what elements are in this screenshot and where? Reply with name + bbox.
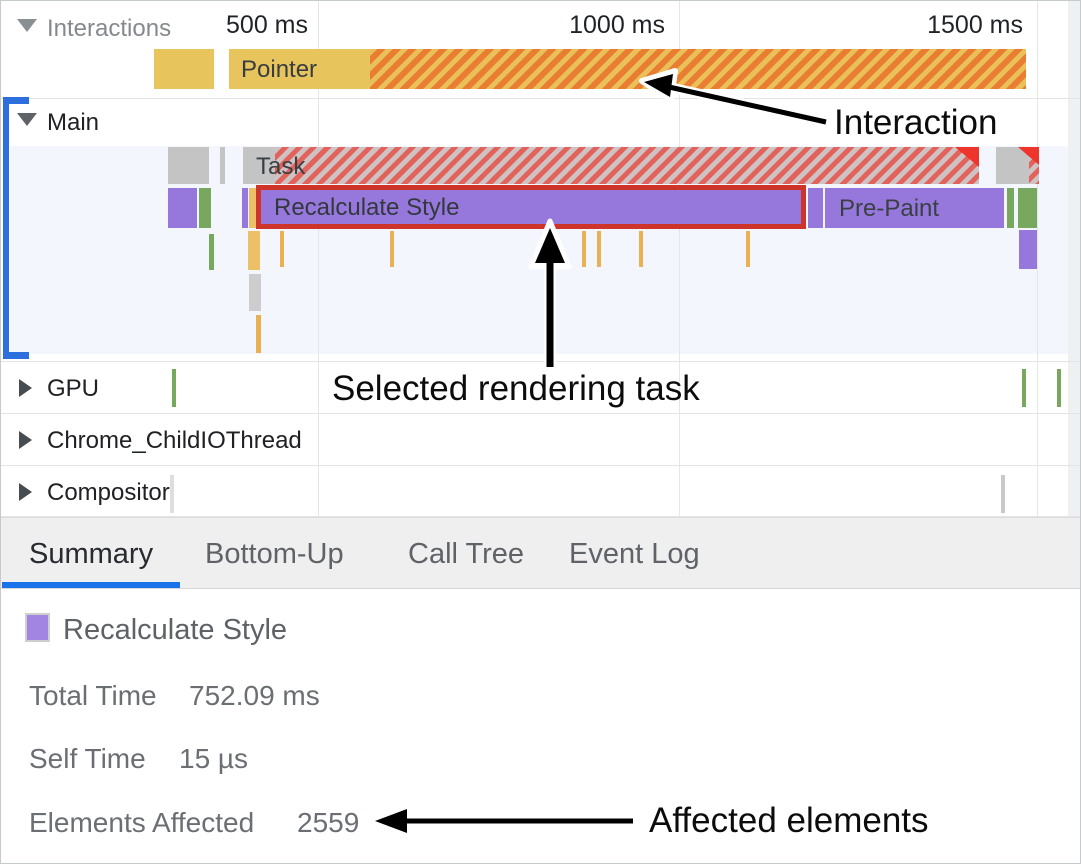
summary-title: Recalculate Style — [63, 614, 288, 646]
annotation-interaction: Interaction — [834, 103, 998, 142]
track-label-childio[interactable]: Chrome_ChildIOThread — [47, 427, 302, 454]
gridline-500ms — [318, 1, 319, 516]
tab-event-log[interactable]: Event Log — [569, 538, 700, 570]
track-divider — [1, 516, 1080, 517]
grandchild-orange-tick[interactable] — [256, 315, 261, 353]
paint-sliver[interactable] — [1007, 188, 1014, 228]
task-bar-small[interactable] — [168, 147, 209, 184]
summary-value-elements-affected: 2559 — [297, 807, 360, 838]
gridline-1500ms — [1037, 1, 1038, 516]
compositor-tick-2[interactable] — [1001, 475, 1005, 513]
tab-bottom-up[interactable]: Bottom-Up — [205, 538, 344, 570]
track-label-compositor[interactable]: Compositor — [47, 479, 170, 506]
child-green-tick[interactable] — [209, 234, 214, 270]
task-right-hatch — [1029, 155, 1039, 184]
paint-bar-small[interactable] — [199, 188, 211, 228]
gpu-tick-2[interactable] — [1022, 369, 1026, 407]
task-bar-long[interactable]: Task — [243, 147, 979, 184]
pointer-solid-segment — [229, 49, 370, 89]
ruler-tick-1500ms: 1500 ms — [927, 11, 1023, 39]
scrollbar-gutter — [1068, 1, 1080, 516]
child-tick-3[interactable] — [582, 231, 586, 267]
schedule-sliver[interactable] — [249, 188, 257, 228]
gpu-expand-icon[interactable] — [19, 379, 32, 397]
main-selection-bracket — [3, 97, 9, 359]
track-divider — [1, 413, 1080, 414]
tab-summary[interactable]: Summary — [29, 538, 154, 570]
child-purple-bar-right[interactable] — [1019, 230, 1037, 269]
task-bar-sliver[interactable] — [220, 147, 225, 184]
main-selection-bracket-top — [3, 97, 29, 104]
pointer-hatched-segment — [370, 49, 1026, 89]
recalc-bar-label: Recalculate Style — [274, 194, 460, 221]
gpu-tick-3[interactable] — [1057, 369, 1061, 407]
main-selection-bracket-bottom — [3, 352, 29, 359]
track-label-gpu[interactable]: GPU — [47, 375, 100, 402]
pointer-bar-label: Pointer — [241, 56, 318, 83]
tab-call-tree[interactable]: Call Tree — [408, 538, 525, 570]
grandchild-gray-bar[interactable] — [249, 274, 261, 311]
compositor-tick-1[interactable] — [170, 475, 174, 513]
prepaint-bar[interactable]: Pre-Paint — [825, 188, 1004, 228]
summary-label-elements-affected: Elements Affected — [29, 807, 255, 838]
track-label-main[interactable]: Main — [47, 109, 100, 136]
child-tick-6[interactable] — [746, 231, 750, 267]
summary-value-total-time: 752.09 ms — [189, 680, 320, 711]
task-bar-right[interactable] — [996, 147, 1039, 184]
paint-bar-end[interactable] — [1018, 188, 1037, 228]
selected-recalculate-style-bar[interactable]: Recalculate Style — [256, 185, 806, 229]
interactions-collapse-icon[interactable] — [17, 19, 37, 32]
track-divider — [1, 98, 1080, 99]
ruler-tick-500ms: 500 ms — [226, 11, 308, 39]
details-tabbar — [1, 517, 1080, 589]
annotation-selected-task: Selected rendering task — [332, 369, 700, 408]
recalc-stub[interactable] — [808, 188, 823, 228]
child-tick-2[interactable] — [390, 231, 394, 267]
summary-label-total-time: Total Time — [29, 680, 157, 711]
main-collapse-icon[interactable] — [17, 113, 37, 126]
compositor-expand-icon[interactable] — [19, 483, 32, 501]
summary-value-self-time: 15 µs — [179, 743, 249, 774]
annotation-affected: Affected elements — [649, 801, 929, 840]
child-tick-5[interactable] — [639, 231, 643, 267]
prepaint-bar-label: Pre-Paint — [839, 195, 940, 222]
childio-expand-icon[interactable] — [19, 431, 32, 449]
gridline-1000ms — [679, 1, 680, 516]
summary-label-self-time: Self Time — [29, 743, 146, 774]
recalc-color-swatch — [25, 613, 50, 642]
track-divider — [1, 465, 1080, 466]
track-label-interactions[interactable]: Interactions — [47, 15, 172, 42]
child-tick-1[interactable] — [280, 231, 284, 267]
recalc-bar-small[interactable] — [168, 188, 197, 228]
recalc-sliver[interactable] — [242, 188, 248, 228]
active-tab-indicator — [2, 582, 180, 588]
task-bar-label: Task — [256, 153, 306, 180]
child-tick-4[interactable] — [597, 231, 601, 267]
interaction-bar-pointer[interactable]: Pointer — [229, 49, 1026, 89]
child-orange-bar[interactable] — [248, 231, 260, 270]
gpu-tick-1[interactable] — [172, 369, 176, 407]
task-hatched-segment — [275, 147, 979, 184]
track-divider — [1, 361, 1080, 362]
interaction-bar-small[interactable] — [154, 49, 214, 89]
ruler-tick-1000ms: 1000 ms — [569, 11, 665, 39]
